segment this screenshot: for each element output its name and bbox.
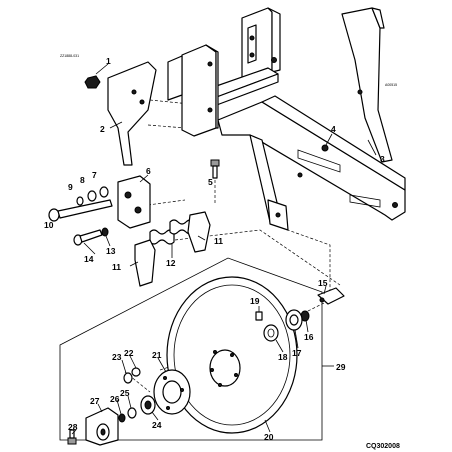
callout-3: 3 [380,154,385,164]
callout-26: 26 [110,394,120,404]
callout-12: 12 [166,258,176,268]
callout-24: 24 [152,420,162,430]
cleaner-bracket-6 [117,175,151,229]
callout-11-left: 11 [112,262,121,272]
disc-20 [166,276,298,434]
callout-28: 28 [68,422,78,432]
washer-13 [101,227,109,237]
callout-29: 29 [336,362,346,372]
mast-frame [204,7,281,107]
callout-19: 19 [250,296,260,306]
scraper-11-left [134,239,156,287]
bolt-14 [73,229,103,246]
nut-26 [118,413,126,423]
cap-17 [285,309,303,331]
callout-labels: 1 2 3 4 5 6 7 8 9 10 11 11 12 13 14 15 1… [44,56,385,442]
washer-18 [263,324,279,342]
bracket-2: ZZ1888-031 [60,54,157,166]
callout-16: 16 [304,332,314,342]
callout-7: 7 [92,170,97,180]
bolt-5 [210,159,220,179]
callout-1: 1 [106,56,111,66]
main-frame-arm-4 [217,95,406,231]
callout-13: 13 [106,246,116,256]
seed-tube-3: A00515 [341,7,397,163]
callout-18: 18 [278,352,288,362]
clamp-plate [167,44,219,137]
spindle-27 [85,407,119,446]
callout-8: 8 [80,175,85,185]
bolt-28 [67,429,77,445]
callout-6: 6 [146,166,151,176]
callout-14: 14 [84,254,94,264]
callout-22: 22 [124,348,134,358]
washer-9 [76,196,84,206]
nut-1 [84,75,101,89]
bolt-10 [48,199,113,222]
callout-11-right: 11 [214,236,223,246]
bracket-small-text: ZZ1888-031 [60,54,79,58]
callout-25: 25 [120,388,130,398]
callout-10: 10 [44,220,54,230]
callout-20: 20 [264,432,274,442]
seal-23 [123,372,133,384]
spindle-15 [317,287,345,305]
callout-2: 2 [100,124,105,134]
washer-7 [99,186,109,198]
callout-21: 21 [152,350,162,360]
leader-lines [71,63,377,435]
callout-5: 5 [208,177,213,187]
figure-code: CQ302008 [366,443,400,450]
washer-25 [127,407,137,419]
callout-23: 23 [112,352,122,362]
washer-8 [87,190,97,202]
hub-21 [153,369,191,415]
callout-4: 4 [331,124,336,134]
bearing-24 [140,395,156,415]
scraper-11-right [187,211,211,253]
callout-15: 15 [318,278,328,288]
callout-17: 17 [292,348,302,358]
callout-27: 27 [90,396,100,406]
snap-ring-22 [131,367,141,377]
tube-small-text: A00515 [385,83,397,87]
callout-9: 9 [68,182,73,192]
bolt-19 [255,311,263,321]
